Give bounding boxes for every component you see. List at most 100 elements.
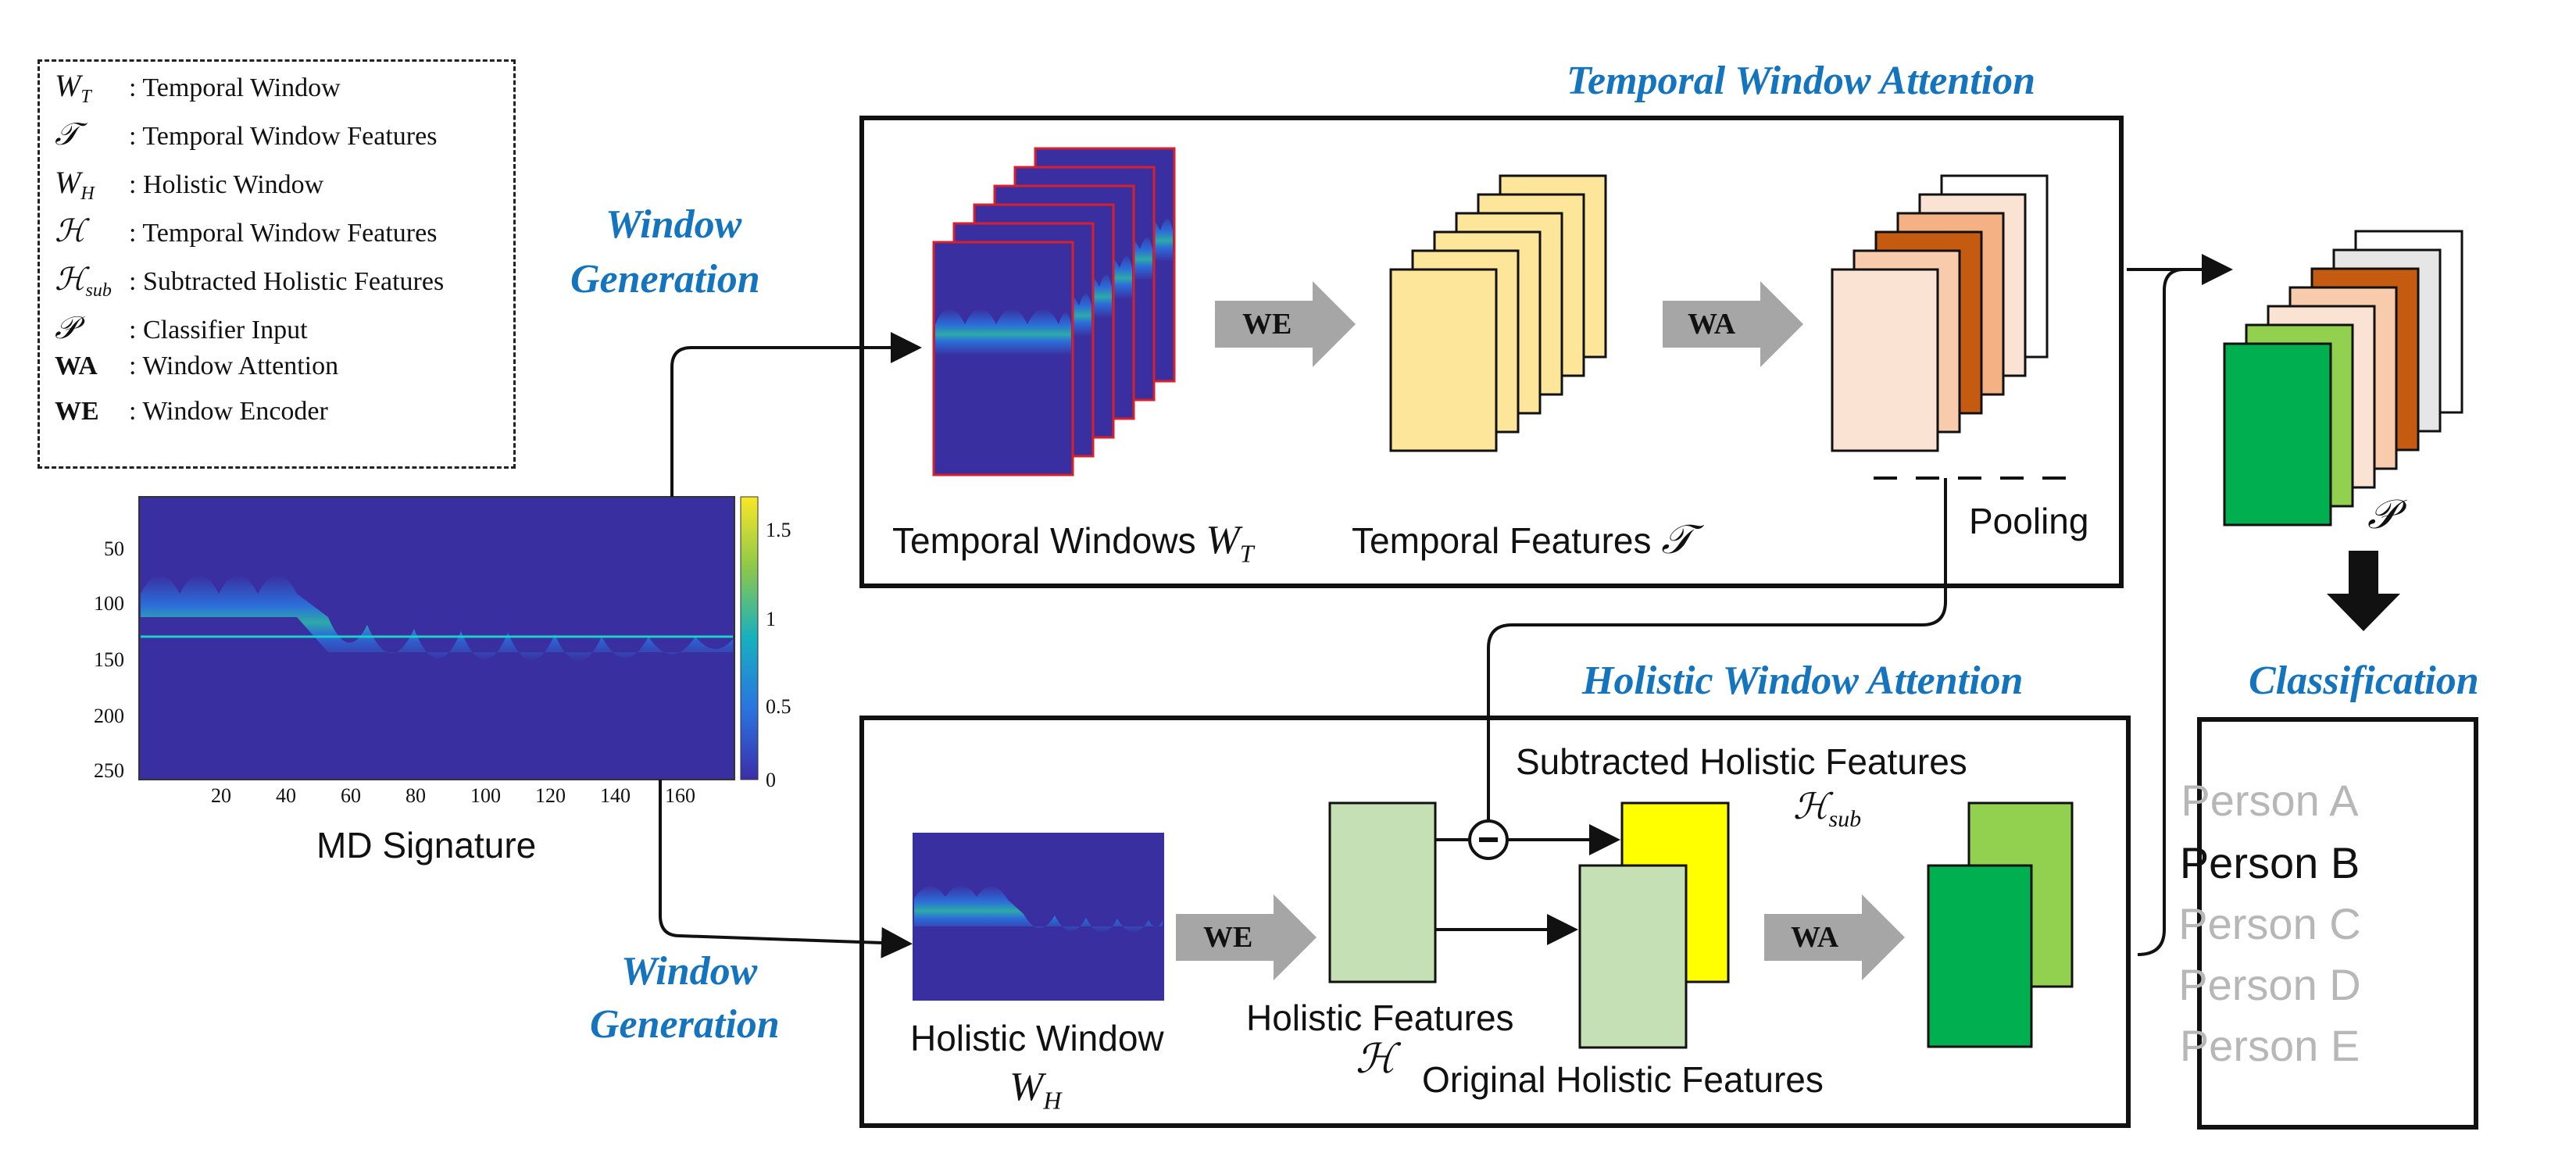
colorbar-tick-0: 0 [766, 769, 776, 791]
md-x-tick: 40 [276, 784, 296, 807]
holistic-attention-box [859, 716, 2131, 1128]
holistic-output-front [1927, 864, 2033, 1048]
classification-box [2197, 717, 2478, 1130]
legend-text: : Window Encoder [129, 397, 328, 426]
legend-row: 𝒫 : Classifier Input [55, 309, 308, 346]
arrow-pooling-to-subtract [1487, 478, 1947, 820]
classifier-input-card [2223, 342, 2332, 526]
holistic-features-symbol: ℋ [1356, 1037, 1396, 1082]
window-generation-bottom-line1: Window [621, 949, 758, 994]
holistic-attention-title: Holistic Window Attention [1582, 659, 2024, 703]
legend-symbol: 𝒯 [55, 116, 79, 152]
holistic-window-label: Holistic Window [910, 1018, 1164, 1058]
legend-row: 𝒯 : Temporal Window Features [55, 116, 437, 152]
subtracted-features-label: Subtracted Holistic Features [1516, 741, 1967, 782]
original-features-label: Original Holistic Features [1422, 1059, 1824, 1100]
original-features-block [1578, 864, 1688, 1049]
md-x-tick: 20 [211, 784, 231, 807]
legend-row: WA : Window Attention [55, 352, 338, 381]
md-signature-axes [138, 496, 735, 780]
temporal-windows-label: Temporal Windows WT [892, 518, 1254, 568]
class-label: Person E [2179, 1021, 2360, 1070]
class-label: Person D [2178, 960, 2361, 1009]
class-label: Person A [2181, 776, 2359, 825]
temporal-window-pattern [935, 309, 1071, 355]
temporal-features-label: Temporal Features 𝒯 [1352, 518, 1693, 562]
md-signature-caption: MD Signature [316, 825, 537, 866]
legend-symbol: WH [55, 165, 95, 204]
we-arrow-holistic [1176, 894, 1317, 980]
temporal-attention-title: Temporal Window Attention [1567, 59, 2036, 103]
legend-text: : Temporal Window Features [129, 219, 438, 248]
colorbar-tick-1: 1 [766, 608, 776, 630]
md-x-tick: 60 [341, 784, 361, 807]
legend-symbol: ℋ [55, 213, 86, 248]
legend-text: : Subtracted Holistic Features [129, 267, 445, 296]
we-arrow-temporal [1215, 281, 1356, 367]
classification-down-arrow [2327, 551, 2400, 631]
md-signature-plot [138, 496, 759, 780]
legend-symbol: WE [55, 397, 99, 426]
holistic-window-image [913, 833, 1164, 1001]
arrow-to-holistic-window [659, 780, 913, 958]
legend-symbol: WA [55, 352, 98, 380]
classifier-input-stack [2223, 230, 2463, 526]
temporal-features-stack [1389, 174, 1607, 452]
legend-row: WE : Window Encoder [55, 397, 328, 427]
md-x-tick: 80 [406, 784, 426, 807]
arrow-holistic-to-merge [2137, 268, 2185, 956]
colorbar [740, 496, 759, 780]
wa-label-holistic: WA [1791, 921, 1839, 954]
temporal-window-card [932, 241, 1074, 476]
legend-row: WH : Holistic Window [55, 164, 323, 205]
md-y-tick-200: 200 [94, 705, 124, 727]
arrow-to-temporal-windows [670, 332, 922, 497]
legend-text: : Temporal Window [129, 73, 341, 102]
legend-text: : Holistic Window [129, 170, 324, 199]
md-y-tick-150: 150 [94, 648, 124, 671]
window-generation-top-line2: Generation [570, 257, 760, 302]
legend-row: ℋsub : Subtracted Holistic Features [55, 261, 444, 302]
md-x-tick: 120 [535, 784, 566, 807]
pooled-feature-card [1831, 268, 1939, 452]
we-label-temporal: WE [1242, 308, 1292, 341]
wa-arrow-temporal [1663, 281, 1803, 367]
colorbar-tick-0.5: 0.5 [766, 695, 791, 718]
md-x-tick: 140 [600, 784, 631, 807]
md-x-tick: 100 [470, 784, 501, 807]
holistic-features-label: Holistic Features [1246, 998, 1514, 1038]
md-y-tick-250: 250 [94, 759, 124, 782]
legend-text: : Classifier Input [129, 316, 308, 344]
legend-symbol: ℋsub [55, 262, 112, 301]
pooling-label: Pooling [1969, 501, 2089, 541]
legend-text: : Temporal Window Features [129, 122, 438, 151]
window-generation-top-line1: Window [606, 202, 742, 247]
temporal-windows-stack [932, 147, 1176, 476]
wa-arrow-holistic [1764, 894, 1905, 980]
pooled-features-stack [1831, 174, 2049, 452]
we-label-holistic: WE [1203, 921, 1253, 954]
legend-box [38, 59, 516, 469]
window-generation-bottom-line2: Generation [590, 1002, 780, 1047]
holistic-window-symbol: WH [1009, 1065, 1062, 1115]
legend-symbol: 𝒫 [55, 310, 77, 345]
temporal-windows-symbol: WT [1206, 518, 1254, 568]
legend-row: ℋ : Temporal Window Features [55, 212, 437, 249]
class-label: Person B [2179, 838, 2360, 887]
md-y-tick-100: 100 [94, 592, 124, 615]
classification-title: Classification [2249, 659, 2479, 703]
md-x-tick: 160 [665, 784, 695, 807]
subtracted-features-symbol: ℋsub [1793, 787, 1862, 833]
md-signature-pattern [141, 575, 733, 662]
holistic-features-block [1328, 801, 1437, 983]
temporal-attention-box [859, 116, 2124, 588]
temporal-feature-card [1389, 268, 1498, 452]
legend-symbol: WT [55, 68, 91, 107]
class-label: Person C [2178, 899, 2361, 948]
colorbar-tick-1.5: 1.5 [766, 519, 791, 541]
legend-text: : Window Attention [129, 352, 339, 380]
legend-row: WT : Temporal Window [55, 67, 341, 108]
classifier-input-symbol: 𝒫 [2367, 493, 2397, 537]
md-y-tick-50: 50 [104, 537, 124, 560]
